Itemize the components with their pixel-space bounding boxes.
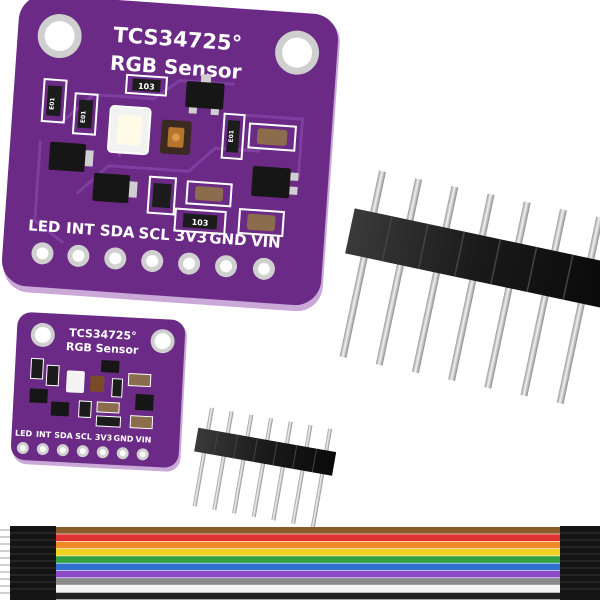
ribbon-wire <box>56 527 560 534</box>
pin-label-gnd: GND <box>209 229 247 250</box>
pin-label-3v3: 3V3 <box>174 227 208 247</box>
color-sensor-chip <box>159 119 192 156</box>
pin-label-sda: SDA <box>99 221 135 241</box>
pin-label-gnd: GND <box>113 434 134 444</box>
chip-name-label: TCS34725° <box>69 326 137 343</box>
smd-right-vertical: E01 <box>220 112 246 161</box>
smd-bottom-left <box>146 175 178 216</box>
pin-labels: LED INT SDA SCL 3V3 GND VIN <box>28 216 282 252</box>
large-pin-header <box>339 170 600 405</box>
small-sensor-board: TCS34725° RGB Sensor LED INT SDA SCL 3V3… <box>10 312 187 472</box>
pin-label-scl: SCL <box>75 432 92 442</box>
sensor-name-label: RGB Sensor <box>66 340 140 357</box>
smd-code-label: E01 <box>49 97 57 110</box>
ribbon-wire <box>56 585 560 593</box>
small-pin-header <box>192 407 337 528</box>
header-plastic-block <box>345 208 600 308</box>
pin-label-led: LED <box>28 216 61 236</box>
ribbon-wire <box>56 548 560 556</box>
smd-resistor-bottom: 103 <box>173 207 227 236</box>
pin-label-led: LED <box>15 429 33 439</box>
header-plastic-block <box>194 427 337 476</box>
white-led <box>107 105 152 156</box>
pin-labels: LED INT SDA SCL 3V3 GND VIN <box>15 429 152 445</box>
capacitor-right-top <box>247 122 297 152</box>
smd-code-label: E01 <box>80 110 88 123</box>
pin-label-int: INT <box>65 219 95 239</box>
ribbon-wire <box>56 570 560 578</box>
smd-left-column: E01 E01 <box>40 78 99 136</box>
capacitor-bottom-right <box>237 207 286 238</box>
ribbon-wire <box>56 541 560 549</box>
ribbon-wire <box>56 592 560 600</box>
ribbon-wire <box>56 556 560 563</box>
resistor-code-label: 103 <box>138 82 155 92</box>
jumper-wire-ribbon <box>0 526 600 600</box>
pin-label-int: INT <box>36 430 52 440</box>
ribbon-wire <box>56 578 560 585</box>
pin-pads <box>16 442 149 461</box>
resistor-code-label: 103 <box>191 218 208 228</box>
pin-label-3v3: 3V3 <box>95 433 113 443</box>
large-sensor-board: TCS34725° RGB Sensor 103 E01 E01 <box>1 0 340 312</box>
connector-housing-right <box>560 526 600 600</box>
pin-label-vin: VIN <box>135 435 151 445</box>
ribbon-stripes <box>56 527 560 600</box>
connector-pins-left <box>0 529 10 594</box>
ribbon-wire <box>56 534 560 541</box>
connector-housing-left <box>10 526 56 600</box>
pin-label-vin: VIN <box>250 232 281 252</box>
ribbon-wire <box>56 563 560 571</box>
pin-label-scl: SCL <box>138 224 171 244</box>
regulator-center <box>92 172 138 204</box>
smd-resistor-top: 103 <box>124 73 169 97</box>
small-components <box>29 357 154 430</box>
pin-label-sda: SDA <box>54 431 74 441</box>
transistor-right <box>251 165 299 199</box>
regulator-left <box>48 141 94 172</box>
pin-pads <box>31 242 275 280</box>
capacitor-bottom-mid <box>185 180 233 208</box>
transistor-top-right <box>185 74 225 116</box>
smd-code-label: E01 <box>228 130 236 143</box>
